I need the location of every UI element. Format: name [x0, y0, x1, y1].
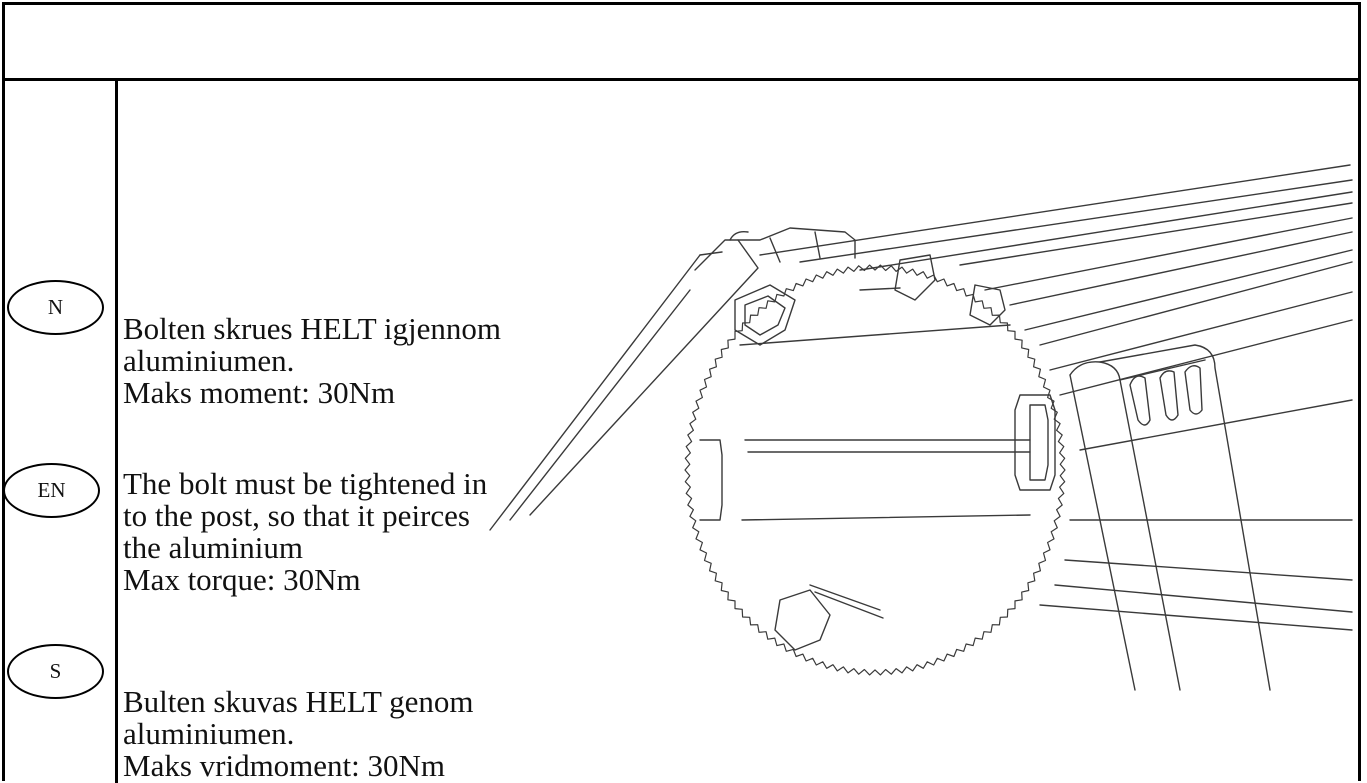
language-code-n: N [47, 295, 64, 319]
instruction-line: to the post, so that it peirces [123, 498, 470, 533]
instruction-line: Max torque: 30Nm [123, 562, 361, 597]
instruction-line: Bolten skrues HELT igjennom [123, 311, 502, 346]
language-badge-s: S [7, 644, 104, 699]
side-column-divider [115, 81, 118, 783]
instruction-line: Maks vridmoment: 30Nm [123, 748, 446, 783]
header-band [2, 2, 1361, 81]
language-code-s: S [49, 659, 62, 683]
instruction-line: Bulten skuvas HELT genom [123, 684, 474, 719]
instruction-english: The bolt must be tightened in to the pos… [123, 468, 487, 596]
instruction-line: aluminiumen. [123, 343, 295, 378]
instruction-swedish: Bulten skuvas HELT genom aluminiumen. Ma… [123, 686, 473, 782]
language-code-en: EN [37, 478, 66, 502]
instruction-line: aluminiumen. [123, 716, 295, 751]
language-badge-en: EN [3, 463, 100, 518]
instruction-line: The bolt must be tightened in [123, 466, 488, 501]
instruction-line: Maks moment: 30Nm [123, 375, 396, 410]
instruction-norwegian: Bolten skrues HELT igjennom aluminiumen.… [123, 313, 501, 409]
language-badge-n: N [7, 280, 104, 335]
instruction-line: the aluminium [123, 530, 303, 565]
